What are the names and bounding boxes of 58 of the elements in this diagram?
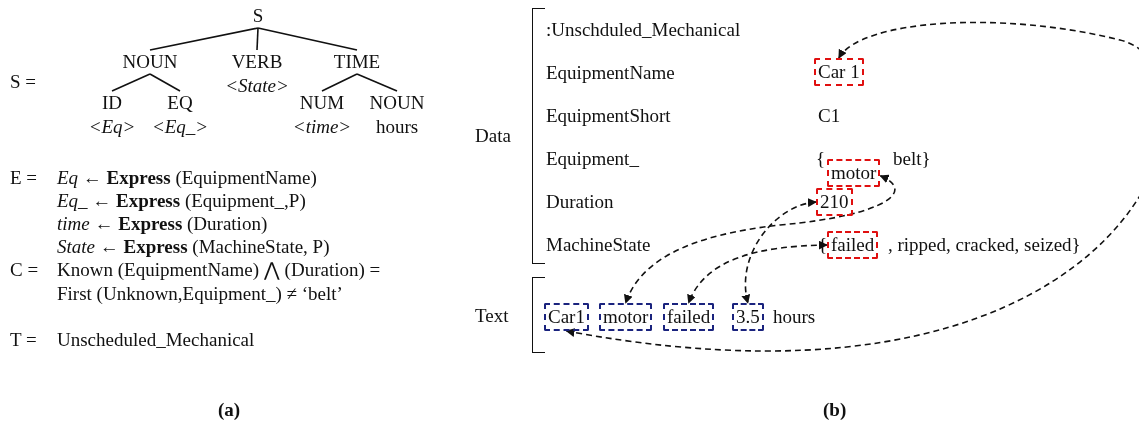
text-label: , ripped, cracked, seized} <box>888 233 1081 257</box>
text-label: Eq ← Express (EquipmentName) <box>57 166 317 190</box>
category-label: ID <box>101 91 123 115</box>
tree-branch <box>256 27 259 51</box>
highlighted-token: motor <box>827 159 881 187</box>
tree-branch <box>149 73 181 92</box>
text-label: Unscheduled_Mechanical <box>57 328 255 352</box>
text-label: MachineState <box>546 233 651 257</box>
group-label: Text <box>475 304 509 328</box>
text-label: C = <box>10 258 39 282</box>
text-label: :Unschduled_Mechanical <box>546 18 741 42</box>
slot-label: <Eq> <box>88 115 136 139</box>
highlighted-token: Car 1 <box>814 58 864 86</box>
slot-label: hours <box>375 115 419 139</box>
arrow <box>742 198 817 304</box>
text-label: time ← Express (Duration) <box>57 212 268 236</box>
category-label: NUM <box>299 91 345 115</box>
arrow <box>687 240 828 304</box>
category-label: S <box>252 4 264 28</box>
slot-label: <State> <box>225 74 289 98</box>
highlighted-token: failed <box>827 231 879 259</box>
tree-branch <box>356 73 398 92</box>
text-label: S = <box>10 70 37 94</box>
text-label: C1 <box>818 104 841 128</box>
text-label: Duration <box>546 190 614 214</box>
category-label: VERB <box>231 50 283 74</box>
panel-label: (a) <box>218 398 241 422</box>
highlighted-token: 210 <box>816 188 853 216</box>
panel-label: (b) <box>823 398 847 422</box>
text-label: Eq_ ← Express (Equipment_,P) <box>57 189 306 213</box>
text-label: belt} <box>893 147 931 171</box>
group-label: Data <box>475 124 511 148</box>
highlighted-token: Car1 <box>544 303 589 331</box>
highlighted-token: motor <box>599 303 653 331</box>
category-label: EQ <box>167 91 193 115</box>
arrow <box>565 21 1139 351</box>
text-label: { <box>816 147 826 171</box>
text-label: State ← Express (MachineState, P) <box>57 235 330 259</box>
text-label: First (Unknown,Equipment_) ≠ ‘belt’ <box>57 282 343 306</box>
highlighted-token: failed <box>663 303 715 331</box>
text-label: T = <box>10 328 37 352</box>
text-label: E = <box>10 166 38 190</box>
text-label: EquipmentName <box>546 61 675 85</box>
highlighted-token: 3.5 <box>732 303 764 331</box>
category-label: NOUN <box>369 91 425 115</box>
tree-branch <box>149 27 259 51</box>
text-label: Known (EquipmentName) ⋀ (Duration) = <box>57 258 381 282</box>
text-label: Equipment_ <box>546 147 639 171</box>
text-label: hours <box>773 305 816 329</box>
slot-label: <time> <box>292 115 352 139</box>
text-label: EquipmentShort <box>546 104 671 128</box>
tree-branch <box>257 27 358 51</box>
tree-branch <box>111 73 151 92</box>
arrow <box>624 175 896 304</box>
category-label: TIME <box>333 50 381 74</box>
tree-branch <box>321 73 358 92</box>
category-label: NOUN <box>122 50 178 74</box>
slot-label: <Eq_> <box>151 115 209 139</box>
